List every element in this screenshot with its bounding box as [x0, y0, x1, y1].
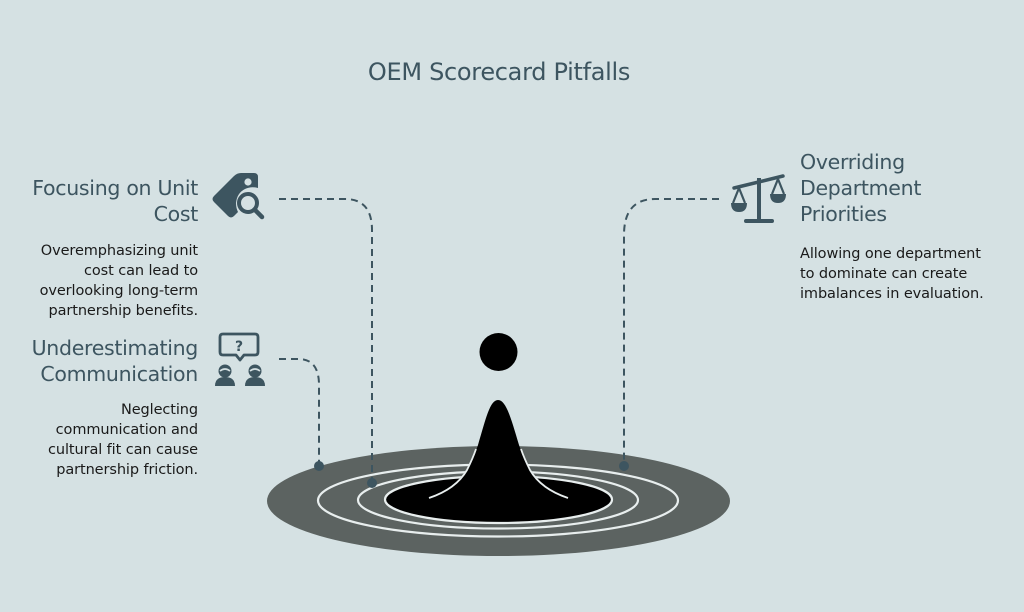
description-line: Overemphasizing unit — [40, 243, 198, 259]
svg-text:?: ? — [235, 339, 243, 355]
pitfall-communication-heading: Underestimating Communication — [0, 335, 199, 387]
pitfall-department-heading: Overriding Department Priorities — [800, 149, 1020, 227]
description-line: to dominate can create — [800, 266, 968, 282]
description-line: communication and — [55, 422, 198, 438]
connector-dot-communication — [314, 461, 324, 471]
description-line: partnership benefits. — [48, 303, 198, 319]
heading-line: Cost — [153, 202, 199, 226]
connector-department — [623, 198, 719, 466]
heading-line: Priorities — [800, 202, 887, 226]
description-line: cost can lead to — [84, 263, 198, 279]
pitfall-communication-description: Neglecting communication and cultural fi… — [0, 400, 198, 480]
description-line: overlooking long-term — [39, 283, 199, 299]
price-tag-search-icon — [212, 173, 265, 220]
description-line: Allowing one department — [800, 246, 981, 262]
heading-line: Communication — [40, 362, 198, 386]
splash-peak — [429, 400, 568, 505]
heading-line: Focusing on Unit — [32, 176, 198, 200]
connector-dot-unit-cost — [367, 478, 377, 488]
pitfall-unit-cost-description: Overemphasizing unit cost can lead to ov… — [0, 241, 199, 321]
description-line: imbalances in evaluation. — [800, 286, 984, 302]
description-line: partnership friction. — [56, 462, 198, 478]
balance-scale-icon — [731, 174, 786, 223]
pitfall-unit-cost-heading: Focusing on Unit Cost — [0, 175, 198, 227]
page-title: OEM Scorecard Pitfalls — [367, 58, 631, 86]
connector-unit-cost — [279, 198, 373, 483]
splash-outline-right — [520, 448, 569, 499]
splash-outline-left — [428, 448, 477, 499]
heading-line: Department — [800, 176, 922, 200]
connector-communication — [279, 358, 320, 466]
droplet-ball — [479, 333, 518, 371]
description-line: Neglecting — [120, 402, 198, 418]
description-line: cultural fit can cause — [48, 442, 198, 458]
connector-dot-department — [619, 461, 629, 471]
heading-line: Underestimating — [31, 336, 199, 360]
pitfall-department-description: Allowing one department to dominate can … — [800, 244, 1020, 304]
heading-line: Overriding — [800, 150, 905, 174]
people-question-icon: ? — [215, 332, 265, 386]
